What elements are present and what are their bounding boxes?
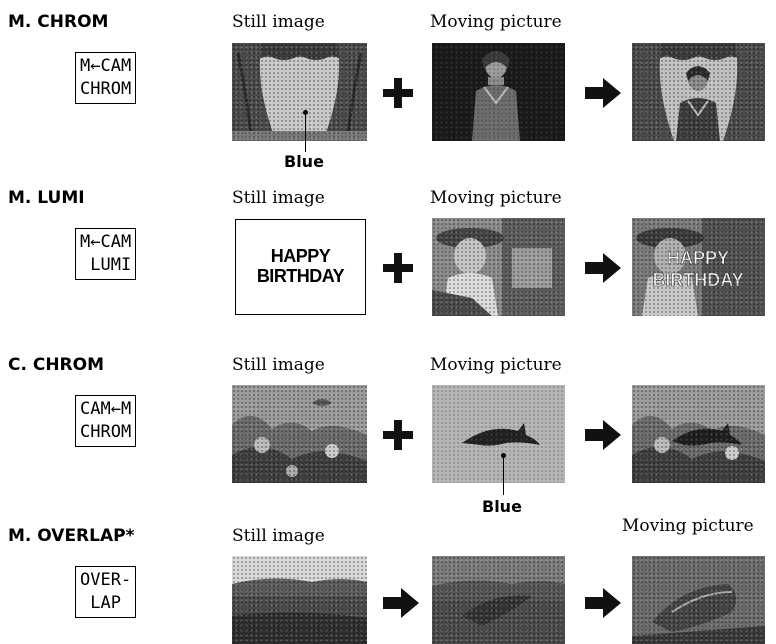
caption-moving-picture: Moving picture [430, 12, 562, 32]
svg-text:HAPPY: HAPPY [667, 248, 729, 268]
blue-leader-line [305, 112, 306, 152]
result-image-c-chrom [632, 385, 765, 483]
arrow-right-icon [585, 588, 621, 618]
arrow-right-icon [585, 253, 621, 283]
plus-icon [383, 253, 413, 283]
mode-label-m-chrom: M. CHROM [8, 12, 109, 32]
caption-moving-picture: Moving picture [430, 355, 562, 375]
caption-still-image: Still image [232, 526, 325, 546]
still-image-curtain-stage [232, 43, 367, 141]
arrow-right-icon [383, 588, 419, 618]
mode-label-m-lumi: M. LUMI [8, 188, 85, 208]
result-image-moving-picture [632, 556, 765, 644]
lcd-display-c-chrom: CAM←M CHROM [75, 395, 137, 447]
result-image-m-lumi: HAPPY BIRTHDAY [632, 218, 765, 316]
caption-moving-picture: Moving picture [622, 516, 754, 536]
result-image-m-chrom [632, 43, 765, 141]
blue-label: Blue [482, 497, 522, 516]
mode-label-m-overlap: M. OVERLAP* [8, 526, 135, 546]
moving-picture-dolphin [432, 385, 565, 483]
blue-leader-line [503, 455, 504, 495]
card-text-birthday: BIRTHDAY [256, 266, 345, 286]
still-image-birthday-card: HAPPY BIRTHDAY [235, 219, 366, 315]
arrow-right-icon [585, 78, 621, 108]
still-image-coral-reef [232, 385, 367, 483]
transition-image-overlap [432, 556, 565, 644]
caption-moving-picture: Moving picture [430, 188, 562, 208]
moving-picture-woman [432, 43, 565, 141]
lcd-display-m-overlap: OVER- LAP [75, 566, 137, 618]
card-text-happy: HAPPY [270, 246, 331, 266]
blue-label: Blue [284, 152, 324, 171]
moving-picture-child-with-hat [432, 218, 565, 316]
caption-still-image: Still image [232, 12, 325, 32]
lcd-display-m-chrom: M←CAM CHROM [75, 52, 137, 104]
blue-pointer-dot [303, 110, 308, 115]
blue-pointer-dot [501, 453, 506, 458]
caption-still-image: Still image [232, 188, 325, 208]
mode-label-c-chrom: C. CHROM [8, 355, 105, 375]
still-image-landscape [232, 556, 367, 644]
svg-text:BIRTHDAY: BIRTHDAY [652, 270, 743, 290]
plus-icon [383, 78, 413, 108]
lcd-display-m-lumi: M←CAM LUMI [75, 228, 137, 280]
caption-still-image: Still image [232, 355, 325, 375]
plus-icon [383, 420, 413, 450]
arrow-right-icon [585, 420, 621, 450]
